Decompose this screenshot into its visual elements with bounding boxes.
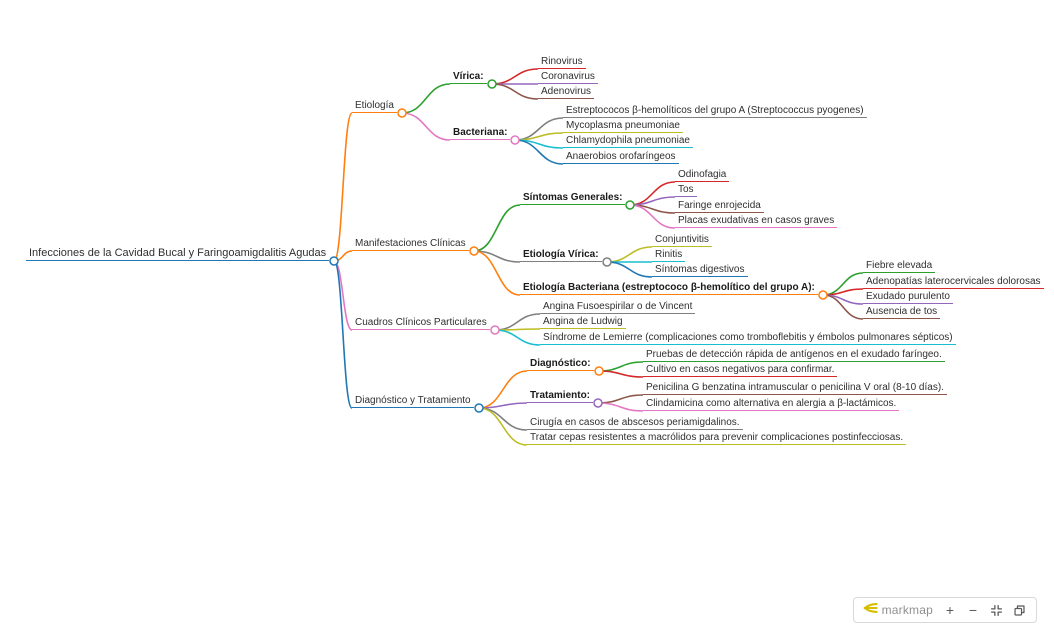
mindmap-node-label: Faringe enrojecida	[675, 199, 764, 213]
mindmap-link	[401, 83, 451, 114]
mindmap-node-label: Etiología Bacteriana (estreptococo β-hem…	[520, 281, 818, 295]
fit-window-button[interactable]	[988, 602, 1004, 618]
node-toggle-circle[interactable]	[510, 135, 520, 145]
mindmap-node-label: Chlamydophila pneumoniae	[563, 134, 693, 148]
mindmap-node-label: Penicilina G benzatina intramuscular o p…	[643, 381, 947, 395]
mindmap-node-label: Etiología	[352, 99, 397, 113]
mindmap-node-label: Síndrome de Lemierre (complicaciones com…	[540, 331, 956, 345]
mindmap-link	[478, 370, 528, 409]
mindmap-node-label: Fiebre elevada	[863, 259, 936, 273]
mindmap-node-label: Infecciones de la Cavidad Bucal y Faring…	[26, 247, 330, 261]
mindmap-node-label: Pruebas de detección rápida de antígenos…	[643, 348, 945, 362]
mindmap-link	[822, 288, 864, 296]
mindmap-node-label: Síntomas Generales:	[520, 191, 626, 205]
mindmap-link	[606, 246, 653, 263]
fit-window-icon	[990, 604, 1003, 617]
node-toggle-circle[interactable]	[602, 257, 612, 267]
mindmap-link	[401, 112, 451, 141]
mindmap-node-label: Manifestaciones Clínicas	[352, 237, 469, 251]
mindmap-link	[597, 394, 644, 404]
mindmap-node-label: Diagnóstico:	[527, 357, 594, 371]
mindmap-link	[478, 402, 528, 409]
node-toggle-circle[interactable]	[490, 325, 500, 335]
mindmap-node-label: Anaerobios orofaríngeos	[563, 150, 679, 164]
node-toggle-circle[interactable]	[474, 403, 484, 413]
node-toggle-circle[interactable]	[487, 79, 497, 89]
mindmap-node-label: Ausencia de tos	[863, 305, 941, 319]
recurse-toggle-button[interactable]	[1011, 602, 1027, 618]
mindmap-link	[333, 260, 353, 409]
mindmap-node-label: Bacteriana:	[450, 126, 511, 140]
mindmap-node-label: Adenovirus	[538, 85, 595, 99]
mindmap-link	[333, 112, 353, 262]
mindmap-node-label: Conjuntivitis	[652, 233, 712, 247]
markmap-logo-icon	[863, 601, 878, 620]
mindmap-link	[822, 294, 864, 320]
mindmap-node-label: Odinofagia	[675, 168, 730, 182]
mindmap-node-label: Diagnóstico y Tratamiento	[352, 394, 474, 408]
mindmap-node-label: Tratamiento:	[527, 389, 594, 403]
mindmap-node-label: Rinitis	[652, 248, 686, 262]
mindmap-link	[473, 204, 521, 252]
mindmap-node-label: Coronavirus	[538, 70, 598, 84]
mindmap-node-label: Exudado purulento	[863, 290, 953, 304]
mindmap-node-label: Rinovirus	[538, 55, 586, 69]
mindmap-node-label: Clindamicina como alternativa en alergia…	[643, 397, 900, 411]
markmap-brand: markmap	[863, 601, 933, 620]
markmap-toolbar: markmap + −	[852, 597, 1037, 623]
mindmap-node-label: Tos	[675, 183, 697, 197]
mindmap-node-label: Etiología Vírica:	[520, 248, 602, 262]
zoom-in-button[interactable]: +	[942, 602, 958, 618]
mindmap-link	[598, 370, 644, 378]
node-toggle-circle[interactable]	[469, 246, 479, 256]
node-toggle-circle[interactable]	[625, 200, 635, 210]
mindmap-node-label: Cirugía en casos de abscesos periamigdal…	[527, 416, 743, 430]
mindmap-link	[494, 313, 541, 331]
mindmap-link	[473, 250, 521, 296]
mindmap-link	[629, 204, 676, 229]
mindmap-link	[598, 361, 644, 372]
mindmap-node-label: Placas exudativas en casos graves	[675, 214, 838, 228]
node-toggle-circle[interactable]	[593, 398, 603, 408]
mindmap-link	[333, 260, 353, 331]
node-toggle-circle[interactable]	[818, 290, 828, 300]
node-toggle-circle[interactable]	[594, 366, 604, 376]
mindmap-link	[514, 132, 564, 141]
mindmap-node-label: Cultivo en casos negativos para confirma…	[643, 363, 838, 377]
mindmap-link	[494, 329, 541, 346]
markmap-brand-label: markmap	[881, 603, 933, 617]
mindmap-link	[597, 402, 644, 412]
node-toggle-circle[interactable]	[329, 256, 339, 266]
mindmap-node-label: Angina Fusoespirilar o de Vincent	[540, 300, 696, 314]
mindmap-node-label: Tratar cepas resistentes a macrólidos pa…	[527, 431, 907, 445]
mindmap-node-label: Estreptococos β-hemolíticos del grupo A …	[563, 104, 867, 118]
node-toggle-circle[interactable]	[397, 108, 407, 118]
mindmap-link	[491, 68, 539, 85]
mindmap-link	[514, 139, 564, 165]
mindmap-link	[491, 83, 539, 100]
mindmap-node-label: Síntomas digestivos	[652, 263, 748, 277]
recurse-toggle-icon	[1013, 604, 1026, 617]
zoom-out-button[interactable]: −	[965, 602, 981, 618]
mindmap-node-label: Vírica:	[450, 70, 487, 84]
mindmap-node-label: Adenopatías laterocervicales dolorosas	[863, 275, 1044, 289]
mindmap-node-label: Mycoplasma pneumoniae	[563, 119, 683, 133]
mindmap-node-label: Angina de Ludwig	[540, 315, 626, 329]
mindmap-link	[478, 407, 528, 446]
mindmap-node-label: Cuadros Clínicos Particulares	[352, 316, 490, 330]
mindmap-link	[606, 261, 653, 278]
